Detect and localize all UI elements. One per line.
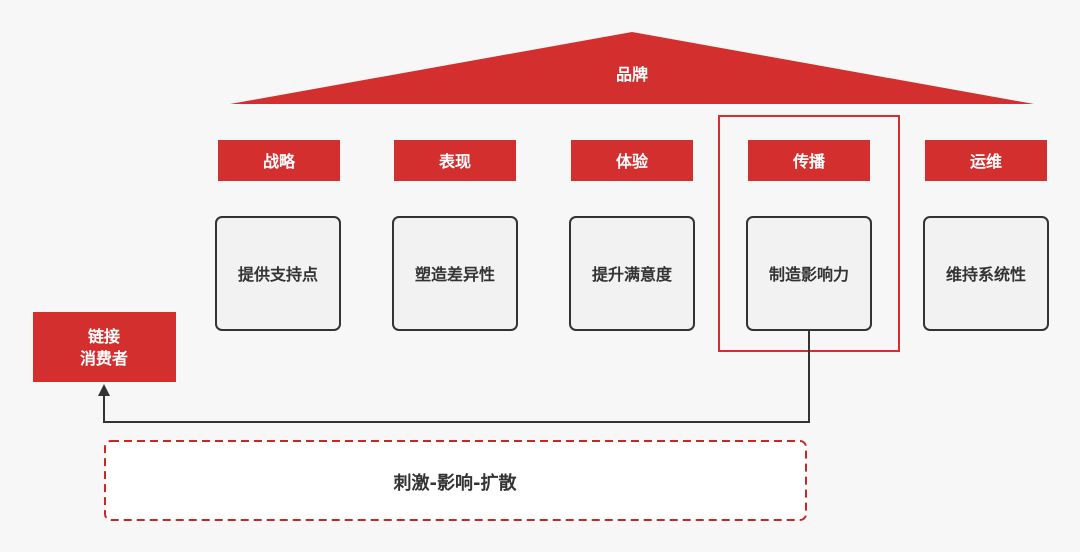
pillar-box xyxy=(746,216,872,331)
pillar-title-bar xyxy=(748,140,870,181)
pillar-box xyxy=(923,216,1049,331)
pillar-experience: 体验 提升满意度 xyxy=(569,140,695,331)
connector-line xyxy=(103,331,810,423)
pillar-title-bar xyxy=(571,140,693,181)
pillar-title-bar xyxy=(394,140,516,181)
pillar-title: 传播 xyxy=(792,152,826,171)
pillar-title-bar xyxy=(925,140,1047,181)
pillar-desc: 提升满意度 xyxy=(592,265,673,284)
pillar-title: 体验 xyxy=(616,152,649,171)
pillar-box xyxy=(392,216,518,331)
consumer-line2: 消费者 xyxy=(80,349,128,368)
pillar-title: 运维 xyxy=(970,152,1002,171)
pillar-title: 表现 xyxy=(438,152,471,171)
pillar-box xyxy=(215,216,341,331)
pillar-title: 战略 xyxy=(263,152,296,171)
brand-roof xyxy=(230,32,1034,104)
bottom-dashed-box xyxy=(104,440,807,521)
consumer-box xyxy=(33,312,176,382)
bottom-label: 刺激-影响-扩散 xyxy=(394,472,518,494)
pillar-expression: 表现 塑造差异性 xyxy=(392,140,518,331)
pillar-desc: 塑造差异性 xyxy=(415,265,495,284)
pillar-strategy: 战略 提供支持点 xyxy=(215,140,341,331)
pillar-desc: 制造影响力 xyxy=(769,265,849,284)
brand-label: 品牌 xyxy=(616,65,648,84)
pillar-box xyxy=(569,216,695,331)
consumer-line1: 链接 xyxy=(88,327,120,346)
pillar-desc: 提供支持点 xyxy=(238,265,318,284)
pillar-communication: 传播 制造影响力 xyxy=(746,140,872,331)
arrow-head-icon xyxy=(98,384,110,396)
pillar-operations: 运维 维持系统性 xyxy=(923,140,1049,331)
pillar-title-bar xyxy=(218,140,340,181)
pillar-desc: 维持系统性 xyxy=(946,265,1026,284)
